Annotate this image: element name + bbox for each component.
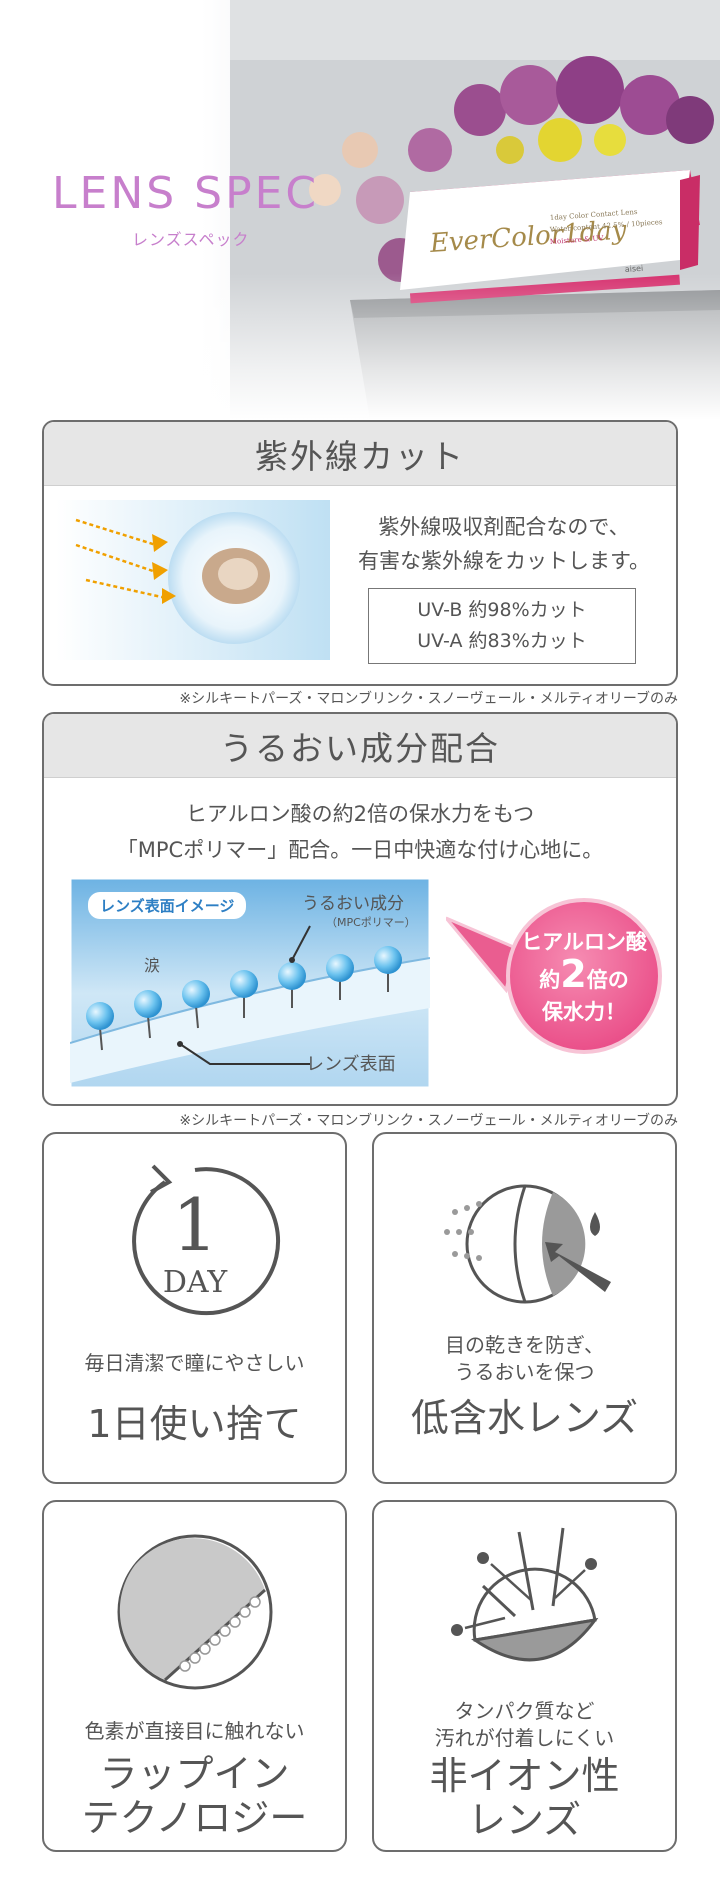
hero-banner: EverColor1day 1day Color Contact Lens Wa… [0, 0, 720, 420]
callout-text: ヒアルロン酸 約2倍の 保水力！ [521, 930, 647, 1024]
svg-text:DAY: DAY [162, 1265, 228, 1300]
feature-title: 非イオン性 レンズ [429, 1754, 620, 1842]
one-day-icon: 1 DAY [131, 1164, 280, 1316]
feature-card-non-ionic: タンパク質など 汚れが付着しにくい 非イオン性 レンズ [372, 1500, 677, 1852]
uv-rate-box: UV-B 約98%カット UV-A 約83%カット [368, 588, 636, 664]
label-tear: 涙 [144, 956, 161, 975]
uv-lens-illustration [56, 500, 330, 660]
moisture-panel: うるおい成分配合 ヒアルロン酸の約2倍の保水力をもつ 「MPCポリマー」配合。一… [42, 712, 678, 1106]
svg-text:1: 1 [172, 1183, 218, 1267]
image-tag: レンズ表面イメージ [88, 892, 247, 919]
feature-card-1day: 1 DAY 毎日清潔で瞳にやさしい 1日使い捨て [42, 1132, 347, 1484]
non-ionic-icon [450, 1527, 598, 1662]
label-surface: レンズ表面 [306, 1054, 396, 1075]
water-retention-icon [443, 1184, 611, 1304]
page-title: LENS SPEC [52, 168, 320, 219]
wrap-in-tech-icon [117, 1534, 272, 1690]
uv-cut-heading: 紫外線カット [44, 422, 676, 486]
feature-title: ラップイン テクノロジー [81, 1752, 308, 1840]
feature-title: 1日使い捨て [87, 1402, 302, 1446]
uva-rate: UV-A 約83%カット [417, 630, 587, 652]
page-subtitle: レンズスペック [132, 230, 250, 249]
uvb-rate: UV-B 約98%カット [417, 599, 587, 621]
feature-card-low-water: 目の乾きを防ぎ、 うるおいを保つ 低含水レンズ [372, 1132, 677, 1484]
moisture-heading: うるおい成分配合 [44, 714, 676, 778]
feature-desc: 毎日清潔で瞳にやさしい [84, 1351, 305, 1375]
callout-bubble [446, 898, 662, 1054]
moisture-note: ※シルキートパーズ・マロンブリンク・スノーヴェール・メルティオリーブのみ [179, 1113, 678, 1129]
moisture-description: ヒアルロン酸の約2倍の保水力をもつ 「MPCポリマー」配合。一日中快適な付け心地… [116, 802, 604, 862]
feature-title: 低含水レンズ [410, 1396, 639, 1440]
feature-desc: タンパク質など 汚れが付着しにくい [434, 1699, 615, 1750]
uv-description: 紫外線吸収剤配合なので、 有害な紫外線をカットします。 [358, 515, 650, 573]
label-moist: うるおい成分 [302, 894, 404, 914]
label-polymer: （MPCポリマー） [326, 916, 416, 929]
feature-desc: 色素が直接目に触れない [84, 1719, 305, 1743]
feature-card-wrap-in: 色素が直接目に触れない ラップイン テクノロジー [42, 1500, 347, 1852]
feature-desc: 目の乾きを防ぎ、 うるおいを保つ [445, 1333, 604, 1384]
uv-note: ※シルキートパーズ・マロンブリンク・スノーヴェール・メルティオリーブのみ [179, 691, 678, 707]
uv-cut-panel: 紫外線カット 紫外線吸収剤配合なので、 有害な紫外線をカットします。 [42, 420, 678, 686]
